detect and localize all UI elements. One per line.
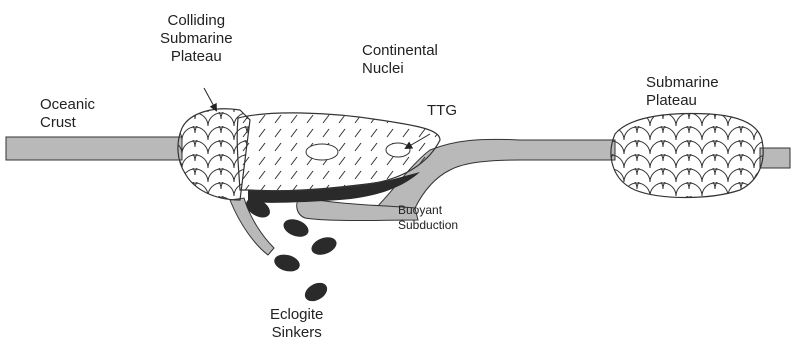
label-eclogite-sinkers: Eclogite Sinkers <box>270 306 323 342</box>
label-oceanic-crust: Oceanic Crust <box>40 96 95 132</box>
eclogite-sinker-4 <box>272 252 301 274</box>
eclogite-sinker-2 <box>281 216 311 240</box>
eclogite-sinker-5 <box>302 279 331 305</box>
label-buoyant-subduction: Buoyant Subduction <box>398 203 458 233</box>
oceanic-crust-far-right <box>760 148 790 168</box>
label-continental-nuclei: Continental Nuclei <box>362 42 438 78</box>
ttg-pod-1 <box>306 144 338 160</box>
label-ttg: TTG <box>427 102 457 120</box>
label-colliding-plateau: Colliding Submarine Plateau <box>160 12 233 66</box>
colliding-plateau-arrow <box>204 88 216 110</box>
ttg-pod-2 <box>386 143 410 157</box>
label-submarine-plateau: Submarine Plateau <box>646 74 719 110</box>
submarine-plateau <box>611 114 763 198</box>
oceanic-crust-left <box>6 137 182 160</box>
eclogite-sinker-3 <box>309 234 339 258</box>
